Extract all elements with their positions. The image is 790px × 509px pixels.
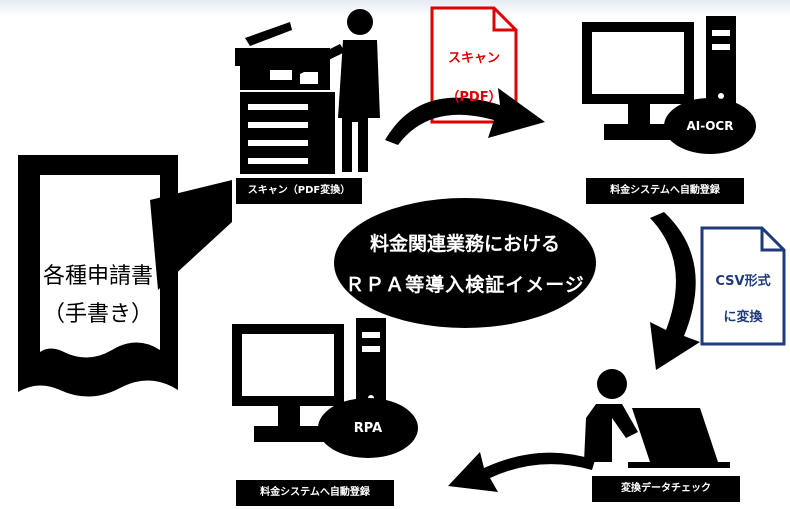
check-station-label: 変換データチェック [592,476,740,502]
scan-pdf-line1: スキャン [447,51,500,66]
application-form-icon [18,155,178,397]
csv-line1: CSV形式 [715,274,771,289]
scan-pdf-line2: （PDF） [446,90,502,105]
scan-station-label: スキャン（PDF変換） [236,178,362,204]
rpa-badge: RPA [318,398,418,458]
arrow-check-to-rpa [448,452,595,492]
person-laptop-icon [584,369,730,468]
computer-icon [582,16,736,140]
ai-ocr-label: 料金システムへ自動登録 [586,178,744,204]
callout-wedge [150,180,232,290]
csv-line2: に変換 [723,310,763,325]
person-icon [296,9,380,172]
csv-document-icon [700,226,786,346]
center-title-line1: 料金関連業務における [369,233,560,255]
copier-icon [235,22,335,174]
rpa-label: 料金システムへ自動登録 [236,480,394,506]
ai-ocr-badge: AI-OCR [664,98,756,154]
arrow-scan-to-ocr [385,88,545,145]
center-title-line2: ＲＰＡ等導入検証イメージ [345,274,585,296]
application-form-title: 各種申請書 [42,264,153,289]
arrow-ocr-to-check [650,212,700,370]
application-form-subtitle: （手書き） [42,302,153,327]
center-title-oval: 料金関連業務における ＲＰＡ等導入検証イメージ [334,198,596,328]
